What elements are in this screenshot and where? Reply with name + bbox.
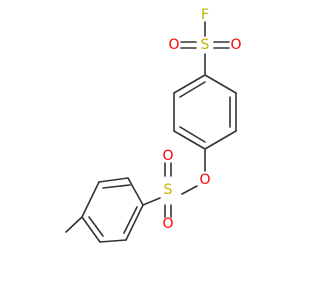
tosyl-sulfonyl-group: O S O xyxy=(142,148,174,232)
lower-benzene-ring xyxy=(81,177,144,243)
bond xyxy=(173,74,206,94)
bond xyxy=(204,130,237,150)
bond xyxy=(181,185,198,195)
bond xyxy=(99,239,127,243)
bond xyxy=(123,206,138,234)
bond xyxy=(102,184,131,189)
bond xyxy=(204,74,237,94)
sulfonyl-fluoride-group: F S O O xyxy=(168,7,242,76)
atom-sulfur-bottom: S xyxy=(164,182,173,198)
atom-oxygen-top-right: O xyxy=(230,37,241,53)
atom-oxygen-bridge: O xyxy=(199,172,210,188)
bond xyxy=(125,204,144,241)
bond xyxy=(81,181,100,218)
bond xyxy=(127,177,144,206)
bond xyxy=(65,216,83,233)
atom-fluorine: F xyxy=(201,7,209,23)
methyl-group xyxy=(65,216,83,233)
molecule-structure: F S O O O O S O xyxy=(65,7,242,243)
bond xyxy=(142,197,161,206)
bond xyxy=(88,216,104,237)
bond xyxy=(173,130,206,150)
atom-oxygen-sulfonyl-upper: O xyxy=(162,148,173,164)
ester-bridge: O xyxy=(181,148,211,195)
atom-sulfur-top: S xyxy=(201,37,210,53)
bond xyxy=(179,126,206,143)
bond xyxy=(98,177,129,183)
atom-oxygen-top-left: O xyxy=(168,37,179,53)
upper-benzene-ring xyxy=(173,74,237,150)
atom-oxygen-sulfonyl-lower: O xyxy=(162,216,173,232)
bond xyxy=(179,81,206,98)
bond xyxy=(81,216,101,243)
